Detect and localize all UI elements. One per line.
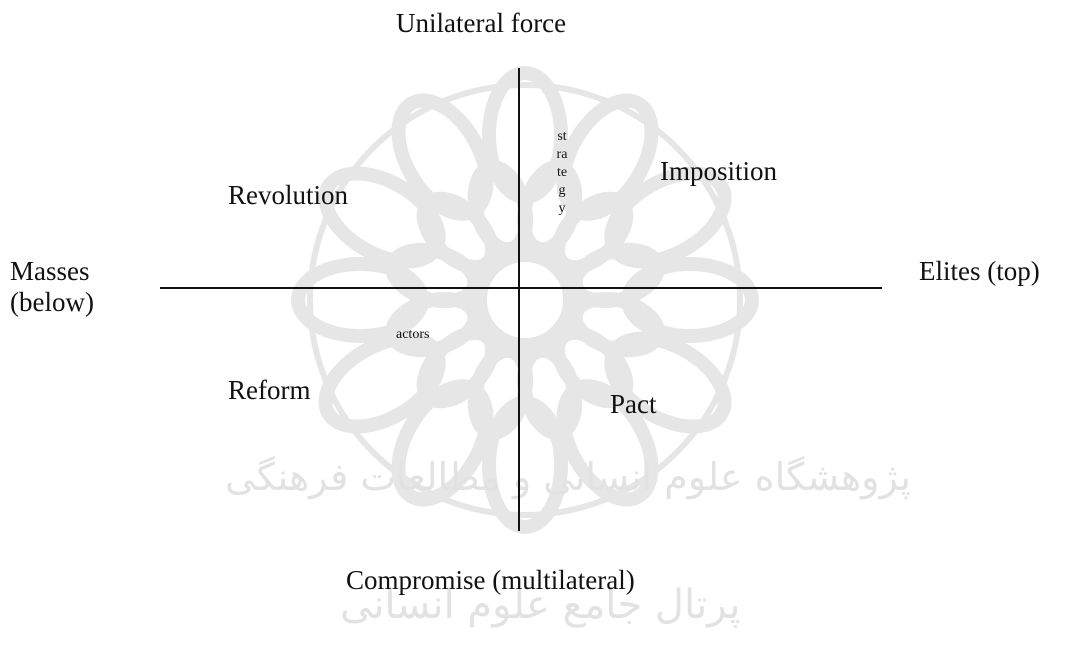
vertical-axis xyxy=(518,68,520,531)
quadrant-pact: Pact xyxy=(610,389,657,419)
quadrant-reform: Reform xyxy=(228,375,311,405)
actors-caption: actors xyxy=(396,327,430,342)
quadrant-imposition: Imposition xyxy=(660,156,778,186)
left-axis-label-line2: (below) xyxy=(10,287,94,317)
top-axis-label: Unilateral force xyxy=(396,8,567,38)
horizontal-axis xyxy=(160,287,882,289)
bottom-axis-label: Compromise (multilateral) xyxy=(346,565,635,595)
strategy-caption: strategy xyxy=(556,129,568,216)
quadrant-revolution: Revolution xyxy=(228,180,348,210)
left-axis-label-line1: Masses xyxy=(10,256,90,286)
watermark-line2: پرتال جامع علوم انسانی xyxy=(340,582,741,628)
left-axis-label: Masses (below) xyxy=(10,256,94,318)
right-axis-label: Elites (top) xyxy=(919,256,1040,286)
watermark-line1: پژوهشگاه علوم انسانی و مطالعات فرهنگی xyxy=(225,455,911,499)
